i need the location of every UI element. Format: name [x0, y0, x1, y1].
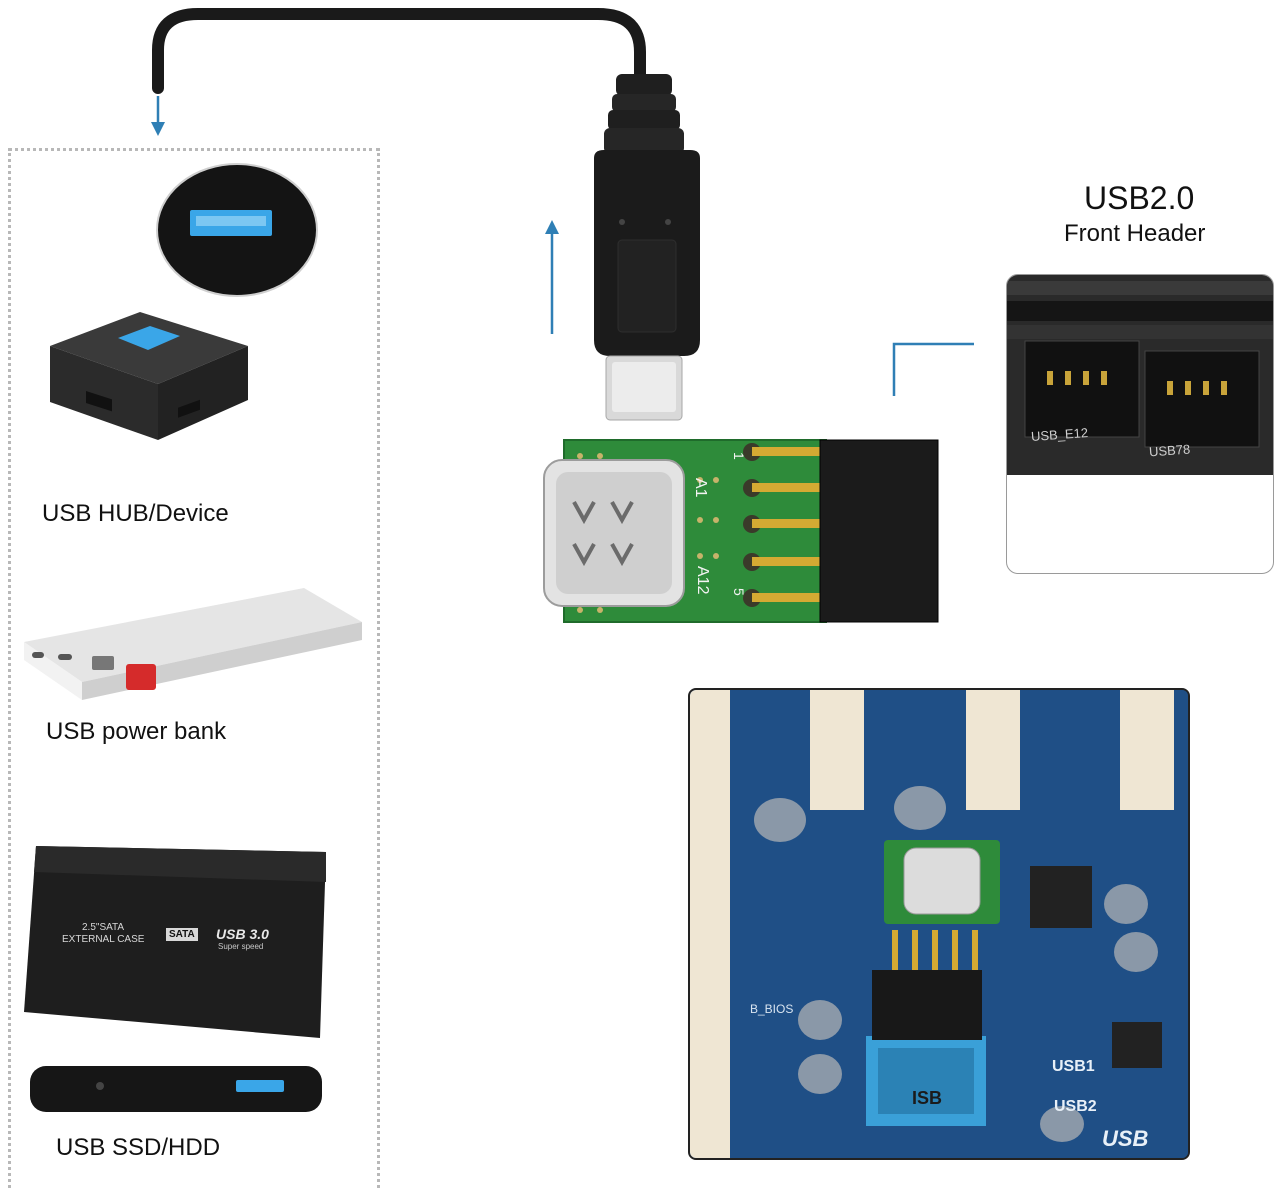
adapter-board	[543, 439, 939, 623]
usb2-silk: USB2	[1054, 1098, 1097, 1115]
hub-label: USB HUB/Device	[42, 500, 229, 527]
pin-a1-label: A1	[692, 478, 709, 498]
sata-logo: SATA	[166, 928, 198, 941]
pin-header-housing	[819, 439, 939, 623]
down-arrow-icon	[151, 96, 165, 136]
usb1-silk: USB1	[1052, 1058, 1095, 1075]
usb-bottom-silk: USB	[1102, 1126, 1149, 1151]
motherboard-install-photo: B_BIOS USB1 USB2 ISB USB	[688, 688, 1190, 1160]
pin-a12-label: A12	[694, 566, 711, 595]
usb-c-cable	[152, 8, 646, 94]
up-arrow-icon	[545, 220, 559, 334]
enclosure-usb3-label: USB 3.0	[216, 926, 269, 942]
header-sb-silk: ISB	[912, 1088, 943, 1108]
power-bank-image	[24, 588, 362, 700]
cable-strain-relief	[604, 74, 684, 154]
enclosure-text-line2: EXTERNAL CASE	[62, 934, 145, 945]
enclosure-speed-label: Super speed	[218, 942, 264, 951]
pin-1-label: 1	[731, 452, 747, 460]
power-bank-label: USB power bank	[46, 718, 227, 745]
external-case-image	[24, 846, 326, 1038]
bios-silk: B_BIOS	[750, 1002, 794, 1016]
front-header-photo: USB_E12 USB78	[1006, 274, 1274, 574]
usb-a-port-zoom	[156, 163, 318, 297]
pin-5-label: 5	[731, 588, 747, 596]
ssd-label: USB SSD/HDD	[56, 1134, 221, 1161]
device-list-panel	[8, 148, 380, 1188]
usb-hub-image	[50, 312, 248, 440]
header-title: USB2.0	[1084, 180, 1195, 216]
ssd-image	[30, 1066, 322, 1112]
header-subtitle: Front Header	[1064, 220, 1206, 247]
header-right-silk: USB78	[1148, 441, 1191, 460]
header-pointer-bracket	[892, 342, 974, 396]
enclosure-text-line1: 2.5"SATA	[82, 922, 125, 933]
